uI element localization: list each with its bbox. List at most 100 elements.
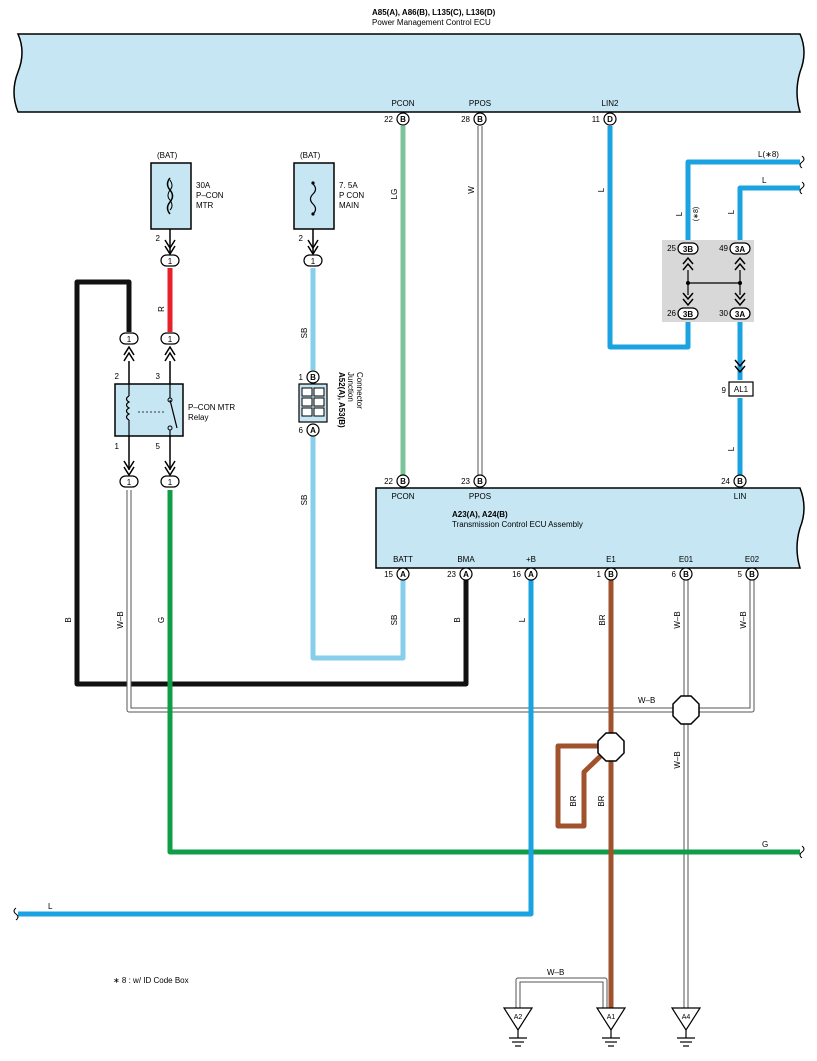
fuse-30a-source: (BAT) [157, 151, 178, 160]
svg-text:A1: A1 [607, 1014, 616, 1021]
fuse-30a-terminal-icon [164, 239, 176, 256]
label-l-bottom: L [48, 902, 53, 911]
tcm-pin-e1 [604, 567, 618, 581]
tcm-pin-lin [733, 474, 747, 488]
tcm-pin-pcon [396, 474, 410, 488]
svg-text:B: B [683, 570, 689, 579]
label-l-right-outer: L(∗8) [758, 150, 779, 159]
junction-connector-codes: A52(A), A53(B) [337, 372, 346, 428]
label-wb-ground: W–B [547, 968, 564, 977]
svg-text:6: 6 [299, 426, 304, 435]
wire-breaks [13, 155, 805, 921]
fuse-30a-name-2: MTR [196, 201, 214, 210]
fuse-30a-rating: 30A [196, 181, 211, 190]
power-ecu-box [13, 33, 805, 113]
transmission-control-ecu: A23(A), A24(B) Transmission Control ECU … [375, 474, 805, 581]
wire-labels: LG W L L(∗8) L L (∗8) L L R SB SB SB B W… [48, 150, 779, 977]
svg-text:A: A [463, 570, 469, 579]
svg-text:5: 5 [156, 442, 161, 451]
svg-text:A: A [310, 426, 316, 435]
label-br-loop-left: BR [569, 795, 578, 806]
power-ecu-pin-pcon [396, 112, 410, 126]
svg-text:2: 2 [115, 372, 120, 381]
svg-text:15: 15 [384, 570, 393, 579]
label-br-e1: BR [598, 614, 607, 625]
label-l-vert-outer: L [675, 211, 684, 216]
label-sb-upper: SB [300, 328, 309, 339]
svg-text:49: 49 [719, 244, 728, 253]
svg-text:BATT: BATT [393, 555, 413, 564]
svg-text:B: B [310, 373, 316, 382]
svg-text:1: 1 [115, 442, 120, 451]
svg-text:D: D [607, 115, 613, 124]
svg-text:1: 1 [127, 335, 132, 344]
relay-name-2: Relay [188, 413, 208, 422]
svg-text:9: 9 [722, 386, 727, 395]
relay-coil-icon [125, 395, 131, 421]
label-wb-e02: W–B [739, 611, 748, 628]
label-l-plusb: L [518, 617, 527, 622]
relay-terminal-top-right-icon [164, 345, 176, 362]
label-b-left: B [64, 617, 73, 622]
fuse-30a: (BAT) 30A P–CON MTR 2 1 [150, 151, 224, 267]
splice-points [597, 695, 700, 762]
tcm-pin-ppos [473, 474, 487, 488]
svg-text:B: B [749, 570, 755, 579]
grounds: A2 A1 A4 [502, 1007, 702, 1047]
footnote: ∗ 8 : w/ ID Code Box [113, 976, 189, 985]
label-wb-vertical-lower: W–B [673, 751, 682, 768]
al1-terminal-icon [734, 359, 746, 374]
label-sb-batt: SB [390, 615, 399, 626]
svg-text:1: 1 [299, 373, 304, 382]
relay-switch-icon [169, 399, 178, 429]
tcm-pin-plus-b [524, 567, 538, 581]
fuse-7-5a: (BAT) 7. 5A P CON MAIN 2 1 [293, 151, 364, 267]
label-br-loop-right: BR [597, 795, 606, 806]
wire-l-lin2 [607, 126, 691, 350]
svg-text:28: 28 [461, 115, 470, 124]
svg-text:6: 6 [672, 570, 677, 579]
wire-wb-ground-a2 [515, 977, 608, 1008]
svg-text:A: A [528, 570, 534, 579]
wire-l-plusb [18, 580, 534, 917]
junction-connector: 1 B 6 A A52(A), A53(B) Junction Connecto… [298, 370, 364, 437]
fuse-7-5a-source: (BAT) [300, 151, 321, 160]
fuse-7-5a-terminal-icon [307, 239, 319, 256]
tcm-name: Transmission Control ECU Assembly [452, 520, 583, 529]
fuse-7-5a-rating: 7. 5A [339, 181, 358, 190]
svg-text:23: 23 [461, 477, 470, 486]
wire-sb-lower [310, 436, 406, 661]
svg-text:PCON: PCON [391, 492, 414, 501]
svg-text:LIN: LIN [734, 492, 747, 501]
svg-text:A: A [400, 570, 406, 579]
svg-text:22: 22 [384, 115, 393, 124]
junction-connector-name-1: Junction [346, 372, 355, 402]
svg-text:26: 26 [667, 309, 676, 318]
label-l-right-inner: L [762, 176, 767, 185]
tcm-pin-e02 [745, 567, 759, 581]
svg-text:1: 1 [311, 257, 316, 266]
svg-text:11: 11 [592, 115, 601, 124]
wire-g [167, 490, 800, 855]
svg-text:+B: +B [526, 555, 536, 564]
svg-text:1: 1 [168, 478, 173, 487]
label-wb-left: W–B [116, 611, 125, 628]
label-l-lin: L [727, 446, 736, 451]
al1-box [728, 381, 754, 397]
relay-terminal-bottom-right-icon [164, 460, 176, 477]
svg-text:B: B [400, 477, 406, 486]
svg-text:B: B [608, 570, 614, 579]
svg-text:B: B [400, 115, 406, 124]
wire-wb-main [126, 490, 686, 713]
svg-text:A2: A2 [514, 1014, 523, 1021]
svg-text:24: 24 [721, 477, 730, 486]
svg-text:30: 30 [719, 309, 728, 318]
svg-text:1: 1 [597, 570, 602, 579]
tcm-pin-e01 [679, 567, 693, 581]
svg-text:A4: A4 [682, 1014, 691, 1021]
svg-text:B: B [737, 477, 743, 486]
junction-connector-name-2: Connector [355, 372, 364, 409]
id-code-box: 25 3B 49 3A 26 3B 30 3A [662, 240, 754, 322]
tcm-codes: A23(A), A24(B) [452, 510, 508, 519]
